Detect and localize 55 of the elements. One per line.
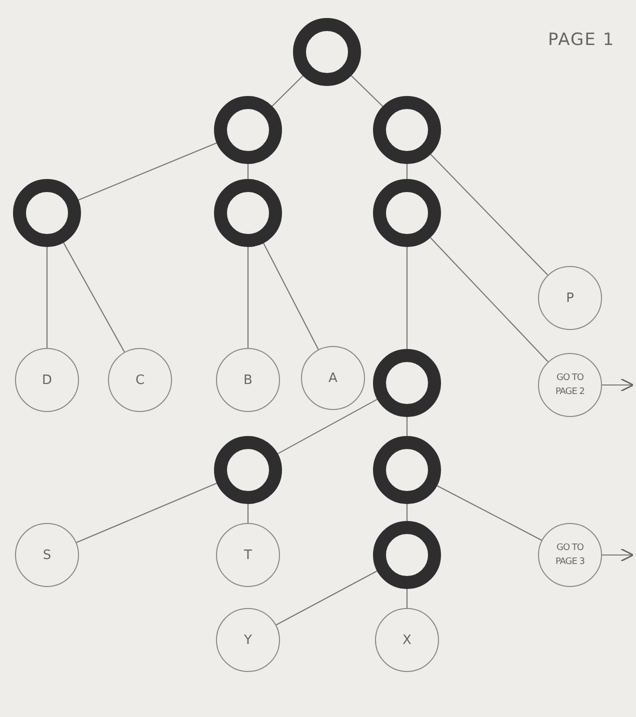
circle-node: [538, 353, 602, 417]
circle-node: [375, 608, 439, 672]
connector-line: [430, 237, 548, 362]
connector-line: [350, 75, 384, 107]
ring-node: [214, 179, 282, 247]
connector-line: [272, 76, 304, 106]
ring-node: [214, 436, 282, 504]
node-label: Y: [244, 632, 252, 648]
connector-line: [406, 247, 408, 349]
connector-line: [406, 417, 408, 436]
circle-node: [15, 523, 79, 587]
arrow: [602, 378, 634, 392]
connector-line: [436, 485, 542, 541]
connector-line: [406, 504, 408, 521]
connector-line: [247, 504, 249, 523]
circle-node: [15, 348, 79, 412]
node-label: S: [42, 548, 52, 562]
node-label: GO TO PAGE 2: [554, 372, 586, 399]
ring-node: [13, 179, 81, 247]
ring-node: [373, 436, 441, 504]
circle-node: [216, 348, 280, 412]
page-label: PAGE 1: [548, 30, 615, 50]
ring-node: [373, 96, 441, 164]
node-label: T: [244, 548, 252, 562]
connector-line: [76, 482, 217, 544]
node-label: A: [328, 370, 338, 386]
ring-node: [373, 349, 441, 417]
circle-node: [538, 266, 602, 330]
node-label: D: [42, 372, 52, 388]
circle-node: [216, 608, 280, 672]
connector-line: [247, 247, 249, 348]
ring-node: [293, 18, 361, 86]
node-label: GO TO PAGE 3: [554, 542, 586, 569]
arrow: [602, 548, 634, 562]
ring-node: [373, 521, 441, 589]
connector-line: [263, 242, 319, 350]
connector-line: [276, 570, 378, 626]
connector-line: [63, 242, 125, 352]
connector-line: [46, 247, 48, 348]
connector-line: [278, 398, 378, 454]
node-label: P: [566, 290, 574, 306]
circle-node: [108, 348, 172, 412]
connector-line: [78, 142, 217, 201]
node-label: B: [244, 372, 252, 388]
node-label: X: [402, 632, 412, 648]
ring-node: [214, 96, 282, 164]
circle-node: [216, 523, 280, 587]
circle-node: [301, 346, 365, 410]
connector-line: [406, 589, 408, 608]
connector-line: [430, 154, 548, 276]
connector-line: [406, 164, 408, 179]
node-label: C: [135, 372, 145, 388]
ring-node: [373, 179, 441, 247]
connector-line: [247, 164, 249, 179]
circle-node: [538, 523, 602, 587]
